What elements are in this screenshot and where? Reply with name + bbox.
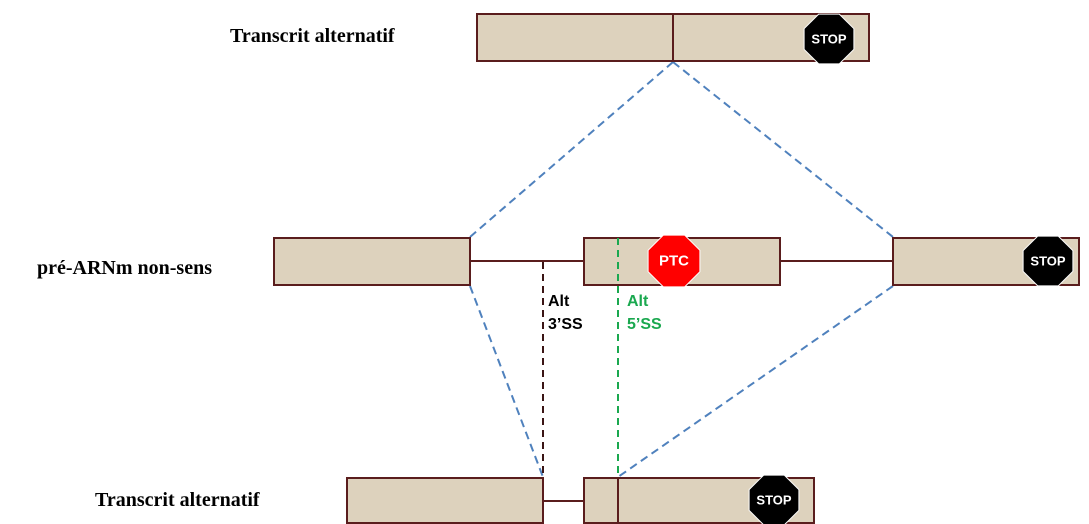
stop-sign-icon: STOP	[1022, 235, 1074, 287]
alt-5ss-label-line1: Alt	[627, 293, 649, 310]
splice-connector-bottom-right	[617, 285, 894, 478]
stop-sign-label: STOP	[1030, 254, 1065, 269]
splice-connector-top-right	[672, 61, 894, 238]
stop-sign-icon: STOP	[748, 474, 800, 524]
splice-connector-bottom-left	[469, 285, 544, 478]
bottom-transcript-exon-1	[346, 477, 544, 524]
pre-mrna-label: pré-ARNm non-sens	[37, 257, 212, 279]
splice-connectors	[469, 61, 894, 478]
splice-connector-top-left	[469, 61, 674, 238]
alt-5ss-label: Alt 5’SS	[627, 290, 662, 336]
ptc-sign-label: PTC	[659, 253, 689, 270]
pre-mrna: PTC STOP	[273, 234, 1080, 288]
stop-sign-label: STOP	[756, 493, 791, 508]
pre-mrna-exon-1	[273, 237, 471, 286]
ptc-sign-icon: PTC	[647, 234, 701, 288]
stop-sign-label: STOP	[811, 32, 846, 47]
top-transcript-label: Transcrit alternatif	[230, 25, 395, 47]
alt-5ss-label-line2: 5’SS	[627, 316, 662, 333]
top-transcript: STOP	[476, 13, 870, 65]
alt-3ss-label: Alt 3’SS	[548, 290, 583, 336]
alt-3ss-label-line2: 3’SS	[548, 316, 583, 333]
stop-sign-icon: STOP	[803, 13, 855, 65]
bottom-transcript-label: Transcrit alternatif	[95, 489, 260, 511]
alt-3ss-label-line1: Alt	[548, 293, 570, 310]
bottom-transcript: STOP	[346, 474, 815, 524]
